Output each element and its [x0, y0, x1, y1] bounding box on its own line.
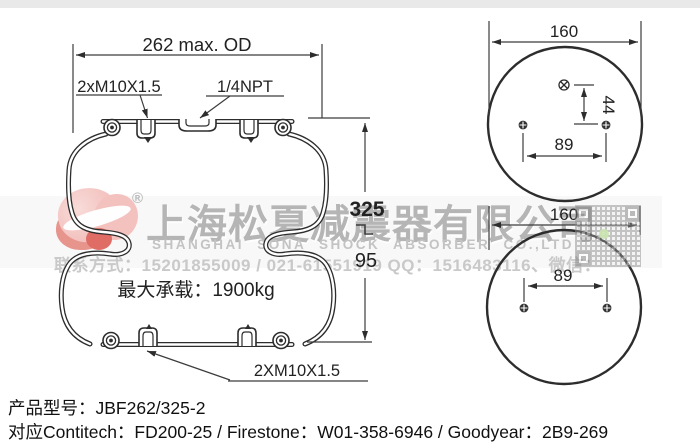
bellows-left-wall [58, 131, 132, 347]
top-plan-view: 160 44 89 [486, 21, 644, 203]
top-view-diameter: 160 [550, 22, 578, 41]
port-leader [199, 95, 231, 119]
top-studs [136, 120, 259, 143]
watermark-company-name-en: SHANGHAI SONA SHOCK ABSORBER CO.,LTD [152, 237, 575, 252]
front-view: 262 max. OD 2xM10X1.5 1/4NPT 325 95 最大承载… [58, 34, 385, 382]
bottom-end-plate-circle [485, 228, 643, 386]
top-view-offset: 44 [599, 96, 618, 115]
air-port [178, 119, 217, 132]
bottom-plan-view: 160 89 [485, 205, 643, 386]
max-load-label: 最大承载：1900kg [117, 279, 274, 301]
dim-height-min: 95 [355, 250, 377, 272]
dim-od-label: 262 max. OD [143, 34, 252, 55]
port-center-mark-icon [558, 79, 570, 91]
wechat-qr-code-icon [575, 205, 641, 267]
top-border-strip [0, 0, 700, 8]
registered-trademark-icon: ® [132, 190, 144, 207]
bellows-right-wall [263, 131, 337, 347]
top-stud-leader [139, 94, 149, 119]
bottom-stud-leader [146, 350, 231, 381]
bottom-stud-label: 2XM10X1.5 [254, 362, 340, 380]
product-cross-reference-line: 对应Contitech：FD200-25 / Firestone：W01-358… [8, 422, 609, 442]
stud-screw-icon [518, 120, 611, 130]
top-view-pitch: 89 [555, 135, 574, 154]
bottom-view-pitch: 89 [554, 266, 573, 285]
product-model-line: 产品型号：JBF262/325-2 [8, 398, 206, 418]
dim-height-max: 325 [349, 198, 384, 221]
top-stud-label: 2xM10X1.5 [77, 78, 160, 96]
bottom-studs [138, 324, 257, 346]
bottom-view-diameter: 160 [550, 205, 578, 224]
port-label: 1/4NPT [217, 78, 273, 96]
top-end-plate-circle [486, 45, 644, 203]
height-step-symbol [356, 224, 373, 235]
rolled-edge-icons [102, 118, 292, 350]
stud-screw-icon [519, 303, 612, 313]
